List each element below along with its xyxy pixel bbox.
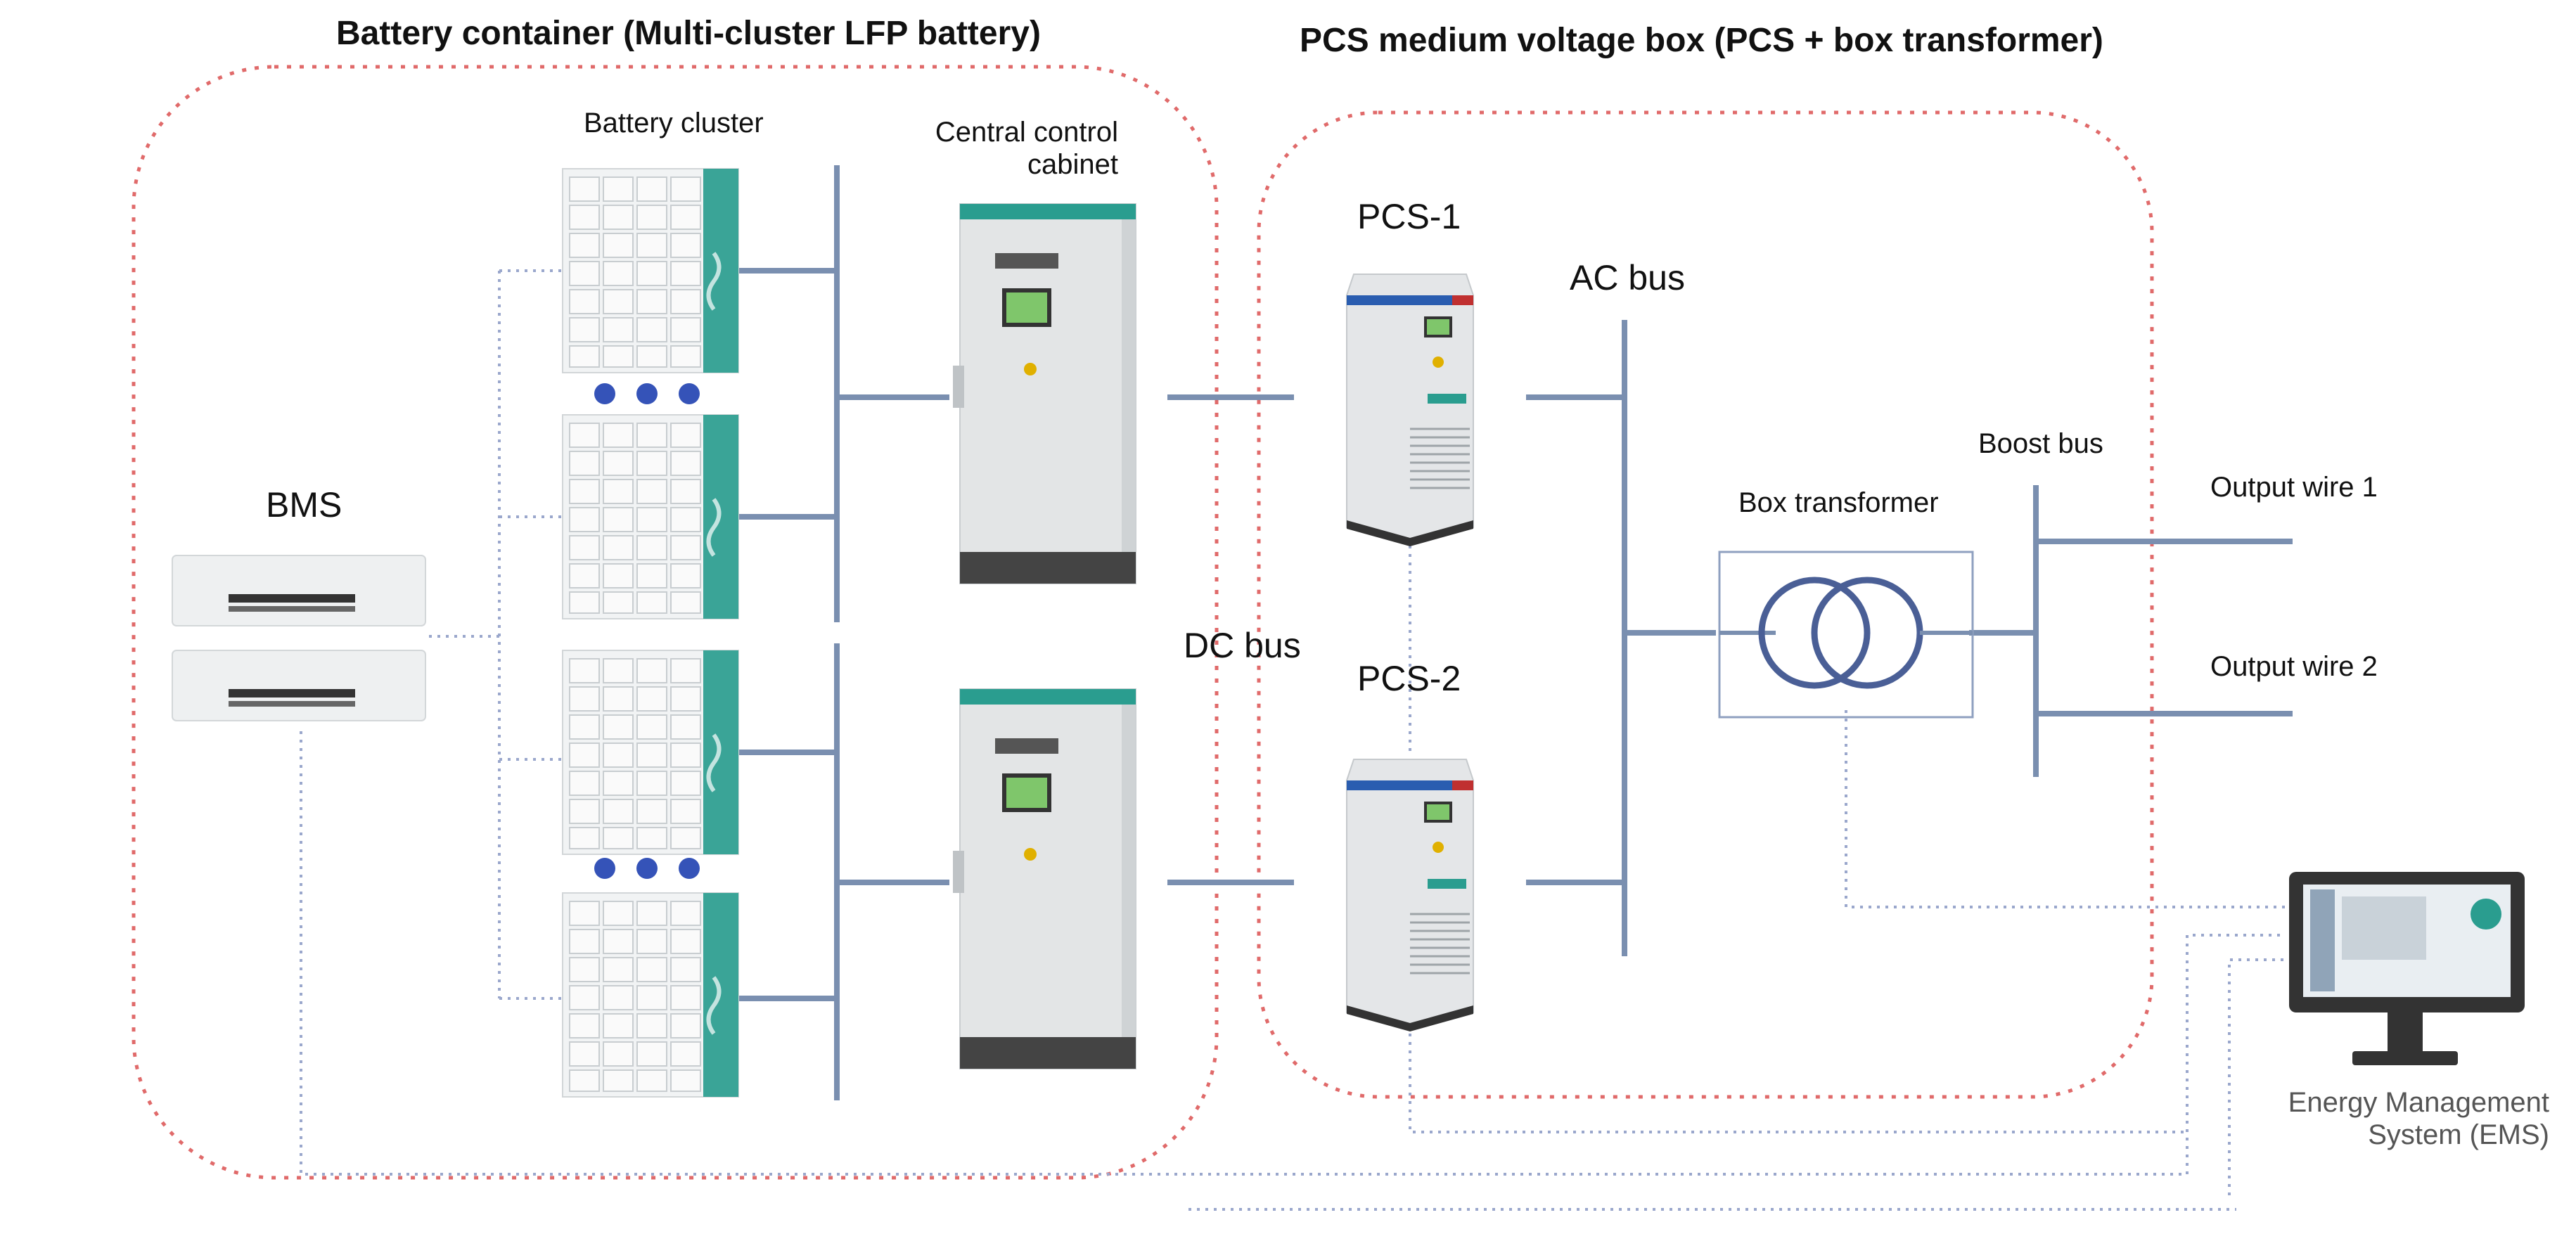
ellipsis-dots-icon: [594, 383, 700, 879]
battery-rack-icon: [563, 893, 738, 1097]
central-control-cabinet-label: Central control cabinet: [872, 116, 1118, 181]
communication-lines: [300, 269, 2286, 1211]
ac-bus-label: AC bus: [1570, 258, 1685, 297]
battery-rack-icon: [563, 415, 738, 619]
ems-line1: Energy Management: [2288, 1087, 2549, 1118]
control-cabinet-icon: [952, 688, 1136, 1069]
bms-unit-icon: [172, 555, 426, 626]
output-wire-1-label: Output wire 1: [2210, 472, 2378, 503]
battery-rack-icon: [563, 650, 738, 854]
battery-container-title: Battery container (Multi-cluster LFP bat…: [336, 15, 1041, 52]
ems-label: Energy Management System (EMS): [2236, 1086, 2549, 1151]
boost-bus-label: Boost bus: [1978, 428, 2103, 459]
ems-line2: System (EMS): [2368, 1119, 2549, 1150]
central-control-line2: cabinet: [1027, 149, 1118, 180]
output-wire-2-label: Output wire 2: [2210, 651, 2378, 682]
bms-label: BMS: [266, 485, 342, 525]
pcs2-label: PCS-2: [1357, 659, 1461, 698]
bms-unit-icon: [172, 650, 426, 721]
battery-rack-icon: [563, 169, 738, 373]
transformer-symbol-icon: [1718, 551, 1974, 719]
pcs-box-boundary: [1257, 110, 2154, 1099]
pcs-box-title: PCS medium voltage box (PCS + box transf…: [1300, 22, 2103, 59]
pcs-inverter-icon: [1345, 273, 1475, 548]
dc-bus-label: DC bus: [1184, 626, 1301, 665]
pcs1-label: PCS-1: [1357, 197, 1461, 236]
monitor-icon: [2289, 872, 2525, 1065]
ac-bus-lines: [1526, 320, 2293, 956]
pcs-inverter-icon: [1345, 758, 1475, 1033]
battery-cluster-label: Battery cluster: [584, 108, 764, 139]
control-cabinet-icon: [952, 203, 1136, 584]
battery-bus-lines: [738, 165, 1294, 1100]
central-control-line1: Central control: [935, 117, 1118, 148]
box-transformer-label: Box transformer: [1738, 487, 1939, 518]
